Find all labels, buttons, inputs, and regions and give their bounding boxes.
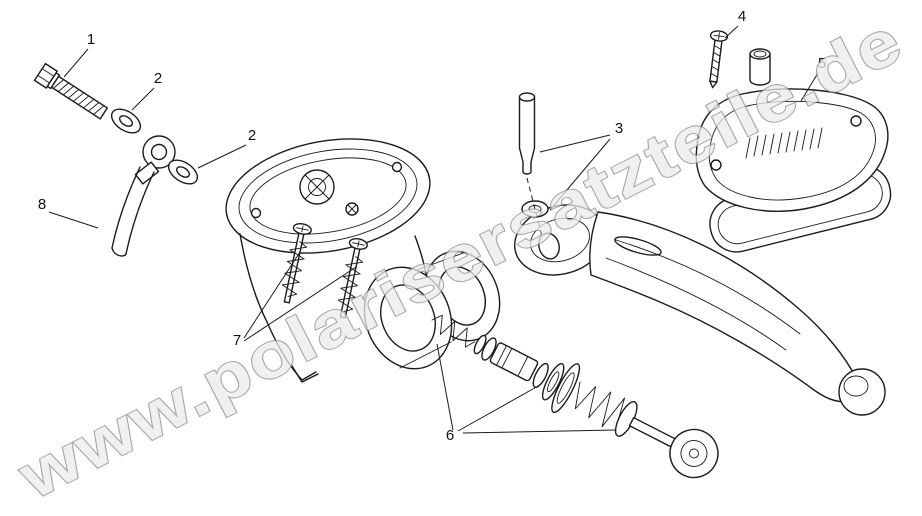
master-cylinder-body-illustration [225,138,501,383]
callout-8: 8 [38,196,46,213]
callout-7: 7 [233,332,241,349]
leader-lines [48,25,819,434]
watermark-text: www.polarisersatzteile.de [7,3,914,513]
brake-lever-illustration [514,200,886,416]
cover-plug-illustration [749,48,771,86]
callout-6: 6 [446,427,454,444]
callout-4: 4 [738,8,746,25]
part-2-washer-upper-illustration [110,108,142,134]
part-4-cover-screw-illustration [709,30,729,89]
callout-3: 3 [615,120,623,137]
part-5-cover-assembly-illustration [695,30,892,253]
callout-1: 1 [87,31,95,48]
part-3-pivot-pin-illustration [518,92,543,237]
part-7-clamp-screws-illustration [281,222,368,319]
part-6-piston-assembly-illustration [431,314,719,479]
part-labels: 1 2 2 3 4 5 6 7 8 [38,8,826,444]
part-8-brake-hose-illustration [111,135,176,257]
callout-2-upper: 2 [154,70,162,87]
callout-2-lower: 2 [248,127,256,144]
callout-5: 5 [818,55,826,72]
part-2-washer-lower-illustration [167,159,199,185]
part-1-banjo-bolt-illustration [33,62,108,120]
